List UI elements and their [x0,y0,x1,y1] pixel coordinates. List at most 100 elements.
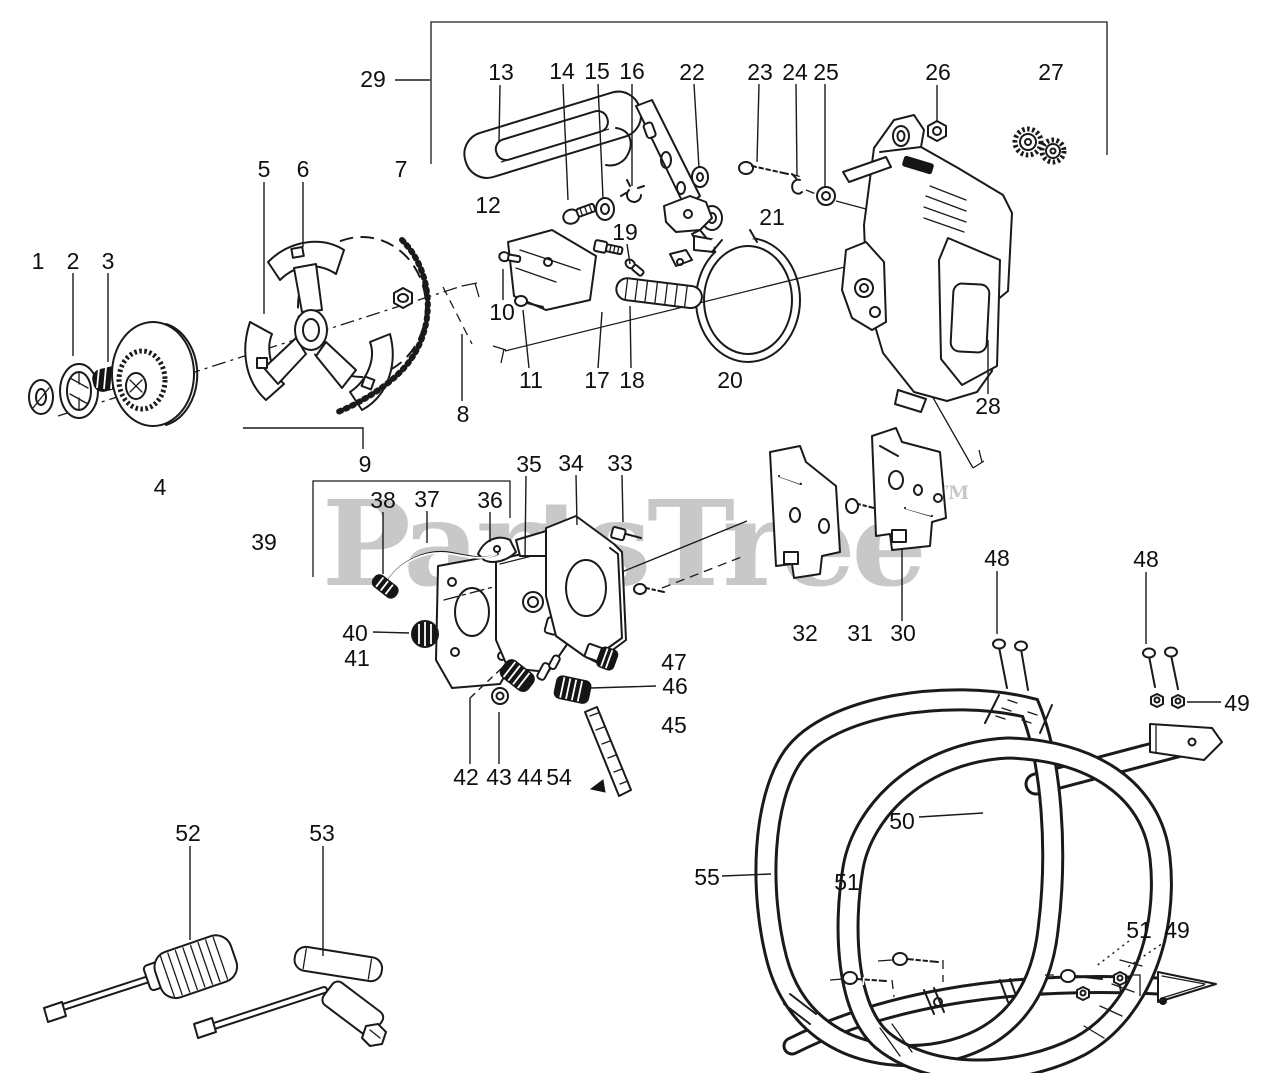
callout-28: 28 [975,393,1001,419]
callout-49: 49 [1164,917,1190,943]
callout-21: 21 [759,204,785,230]
clutch-cover-housing [841,114,1067,413]
guide-cover-plate [463,90,642,179]
callout-24-leader [795,83,798,177]
callout-40-leader [372,631,410,634]
callout-18-leader [629,305,632,369]
callout-42-leader [469,665,505,699]
carburetor-cluster [371,515,665,797]
bushing [816,186,836,206]
callout-51-leader [1094,940,1130,968]
callout-18: 18 [619,367,645,393]
screwdriver-tool [43,934,239,1023]
baffle-screw [610,526,642,542]
side-plates [769,427,947,579]
callout-20: 20 [717,367,743,393]
handle-screws-bottom [829,952,1141,1001]
callout-26: 26 [925,59,951,85]
screw-hex [592,239,624,256]
brake-hand-lever [842,156,892,183]
callout-30: 30 [890,620,916,646]
callout-50: 50 [889,808,915,834]
callout-7: 7 [395,156,408,182]
handlebar-assembly [754,638,1223,1073]
callout-11-leader [522,309,530,369]
file-blade [584,706,632,797]
throttle-wire [371,551,499,599]
callout-13-leader [498,84,501,143]
callout-47: 47 [661,649,687,675]
callout-49-leader [1124,940,1167,970]
chain-brake-parts [463,90,836,363]
callout-24: 24 [782,59,808,85]
callout-45: 45 [661,712,687,738]
callout-52: 52 [175,820,201,846]
callout-22-leader [693,83,700,169]
callout-29: 29 [360,66,386,92]
washer-part [28,379,54,415]
callout-34-leader [575,474,578,526]
callout-11: 11 [519,367,543,393]
callout-44: 44 [517,764,543,790]
clutch-carrier [59,363,99,419]
handle-clamp [984,694,1053,734]
callout-38: 38 [370,487,396,513]
callout-27: 27 [1038,59,1064,85]
callout-17-leader [597,311,603,369]
t-wrench-tool [193,945,387,1047]
callout-14: 14 [549,58,575,84]
callout-17: 17 [584,367,610,393]
idle-spring [411,620,439,648]
callout-40: 40 [342,620,368,646]
long-screw [738,161,789,179]
screw-tiny [498,251,522,264]
callout-33-leader [621,474,624,523]
callout-42: 42 [453,764,479,790]
pin-and-spring [536,654,561,681]
callout-16: 16 [619,58,645,84]
mount-screw [633,583,665,596]
callout-23: 23 [747,59,773,85]
callout-22: 22 [679,59,705,85]
callout-12: 12 [475,192,501,218]
callout-37: 37 [414,486,440,512]
callout-49: 49 [1224,690,1250,716]
callout-32: 32 [792,620,818,646]
callout-23-leader [756,83,760,163]
clutch-drum-sprocket [111,321,199,427]
callout-5: 5 [258,156,271,182]
front-handle-loop [754,688,1065,1068]
group-brackets [57,21,1108,589]
callout-53: 53 [309,820,335,846]
pivot-lever [663,195,717,267]
screw-small [562,202,597,225]
o-ring [491,687,509,705]
callout-51: 51 [834,869,860,895]
callout-3: 3 [102,248,115,274]
callout-2: 2 [67,248,80,274]
callout-19-leader [626,243,631,265]
callout-4: 4 [154,474,167,500]
bracket-plate [507,229,597,311]
callout-33: 33 [607,450,633,476]
callout-48: 48 [1133,546,1159,572]
cover-nut [927,120,947,142]
washer [595,197,615,221]
clamp-nuts [1150,693,1185,709]
callout-46: 46 [662,673,688,699]
tools [43,934,387,1047]
callout-9: 9 [359,451,372,477]
adjuster-gears [1012,126,1067,165]
plate-screw [845,498,875,514]
callout-15: 15 [584,58,610,84]
tensioner-knurled [553,675,592,704]
wrap-handle-loop [836,736,1173,1073]
clamp-screws [992,638,1179,691]
callout-14-leader [562,83,569,201]
brake-spring [615,277,703,310]
adjust-screw-knurled [499,659,535,693]
center-nut [393,287,413,309]
